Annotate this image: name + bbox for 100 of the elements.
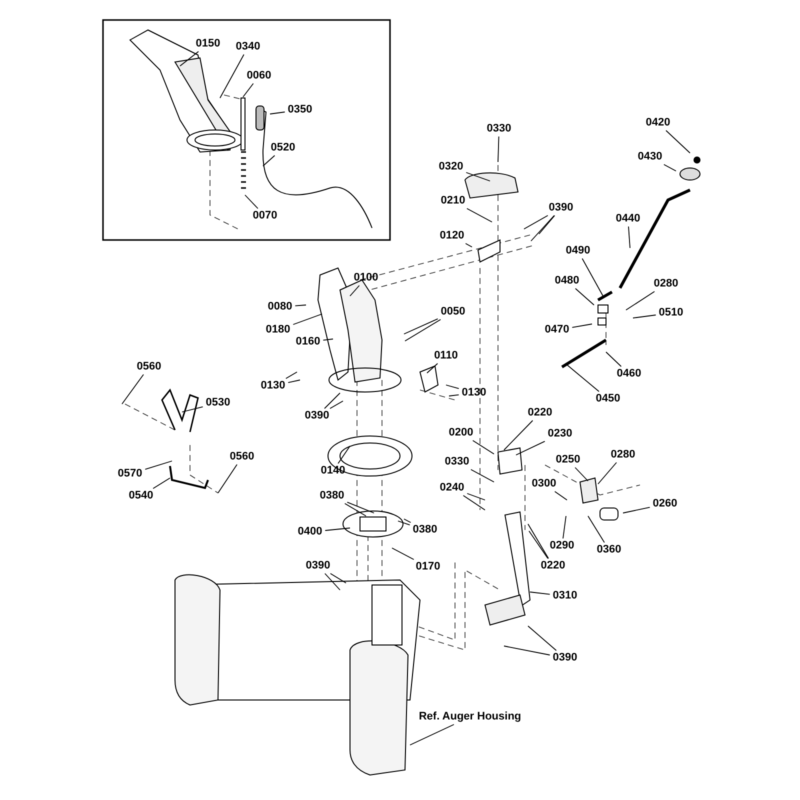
leader-line — [242, 83, 254, 98]
leader-line — [472, 440, 494, 454]
leader-line — [663, 164, 676, 172]
leader-line — [448, 394, 460, 396]
callout-number: 0220 — [526, 408, 554, 418]
leader-line — [528, 626, 557, 651]
callout-number: 0380 — [318, 490, 346, 502]
leader-line — [606, 352, 622, 367]
callout-number: 0070 — [252, 210, 278, 222]
leader-line — [122, 374, 144, 404]
leader-line — [598, 462, 617, 484]
callout-number: 0110 — [433, 350, 459, 362]
leader-line — [330, 400, 344, 409]
leader-line — [632, 314, 656, 318]
callout-number: 0230 — [546, 428, 574, 440]
callout-number: 0180 — [264, 324, 292, 336]
leader-line — [446, 384, 460, 390]
leader-line — [528, 524, 549, 559]
leader-line — [288, 380, 300, 384]
callout-number: 0390 — [304, 560, 332, 572]
leader-line — [294, 304, 306, 306]
leader-line — [466, 493, 486, 500]
callout-number: 0250 — [554, 454, 582, 466]
callout-number: 0540 — [128, 490, 154, 502]
callout-number: 0390 — [304, 410, 330, 422]
leader-line — [404, 318, 438, 334]
leader-line — [582, 258, 604, 296]
leader-line — [292, 314, 322, 325]
leader-line — [324, 392, 340, 409]
callout-number: 0200 — [448, 428, 474, 438]
callout-number: 0170 — [414, 562, 442, 572]
leader-line — [285, 372, 298, 379]
leader-line — [330, 573, 346, 584]
leader-line — [398, 520, 410, 526]
leader-line — [530, 592, 550, 595]
callout-number: 0360 — [596, 544, 622, 556]
callout-number: 0520 — [270, 142, 296, 154]
leader-line — [628, 226, 630, 248]
callout-number: 0060 — [246, 70, 272, 82]
leader-line — [666, 130, 690, 154]
callout-number: 0380 — [412, 524, 438, 536]
leader-line — [182, 406, 204, 412]
callout-number: 0490 — [564, 246, 592, 256]
leader-line — [324, 573, 340, 590]
leader-line — [262, 155, 276, 166]
callout-number: 0420 — [644, 118, 672, 128]
callout-number: 0560 — [228, 452, 256, 462]
callout-number: 0220 — [540, 560, 566, 572]
leader-line — [324, 528, 350, 531]
callout-number: 0120 — [438, 230, 466, 242]
leader-line — [516, 440, 546, 456]
callout-number: 0240 — [438, 482, 466, 494]
callout-number: 0100 — [352, 272, 380, 284]
leader-line — [528, 530, 548, 559]
callout-number: 0130 — [460, 388, 488, 398]
callout-number: 0510 — [658, 308, 684, 318]
callout-number: 0470 — [544, 324, 570, 336]
leader-line — [538, 215, 556, 234]
leader-line — [404, 518, 412, 523]
leader-line — [504, 420, 534, 450]
callout-number: 0390 — [548, 202, 574, 214]
leader-line — [220, 54, 244, 98]
leader-line — [392, 548, 414, 560]
callout-number: 0340 — [234, 42, 262, 52]
leader-line — [270, 112, 286, 114]
callout-number: 0210 — [440, 196, 466, 206]
leader-line — [465, 243, 472, 248]
callout-number: 0080 — [266, 302, 294, 312]
leader-line — [566, 364, 600, 392]
leader-line — [344, 503, 366, 516]
leader-line — [244, 194, 258, 209]
leader-line — [572, 324, 592, 328]
leader-line — [504, 646, 550, 656]
leader-line — [404, 319, 442, 342]
callout-number: 0330 — [486, 124, 512, 134]
leader-line — [554, 491, 568, 500]
callout-number: 0290 — [548, 540, 576, 552]
callout-number: 0160 — [294, 336, 322, 348]
leader-line — [574, 467, 588, 482]
callout-number: 0140 — [320, 466, 346, 476]
callout-number: 0050 — [440, 306, 466, 318]
callout-number: 0310 — [552, 590, 578, 602]
leader-line — [152, 478, 170, 489]
callout-number: 0130 — [260, 380, 286, 392]
leader-line — [530, 215, 555, 242]
callout-number: 0570 — [116, 468, 144, 480]
leader-line — [338, 446, 350, 464]
leader-line — [524, 215, 548, 230]
callout-number: 0150 — [194, 38, 222, 50]
leader-line — [588, 516, 605, 543]
leader-line — [466, 208, 492, 222]
callout-number: 0280 — [652, 278, 680, 290]
callout-number: 0260 — [652, 498, 678, 510]
leader-line — [426, 363, 438, 374]
leader-line — [626, 291, 655, 310]
reference-label: Ref. Auger Housing — [418, 712, 522, 722]
callout-number: 0330 — [444, 456, 470, 468]
callout-number: 0450 — [594, 394, 622, 404]
leader-line — [144, 460, 172, 470]
leader-line — [346, 502, 374, 514]
